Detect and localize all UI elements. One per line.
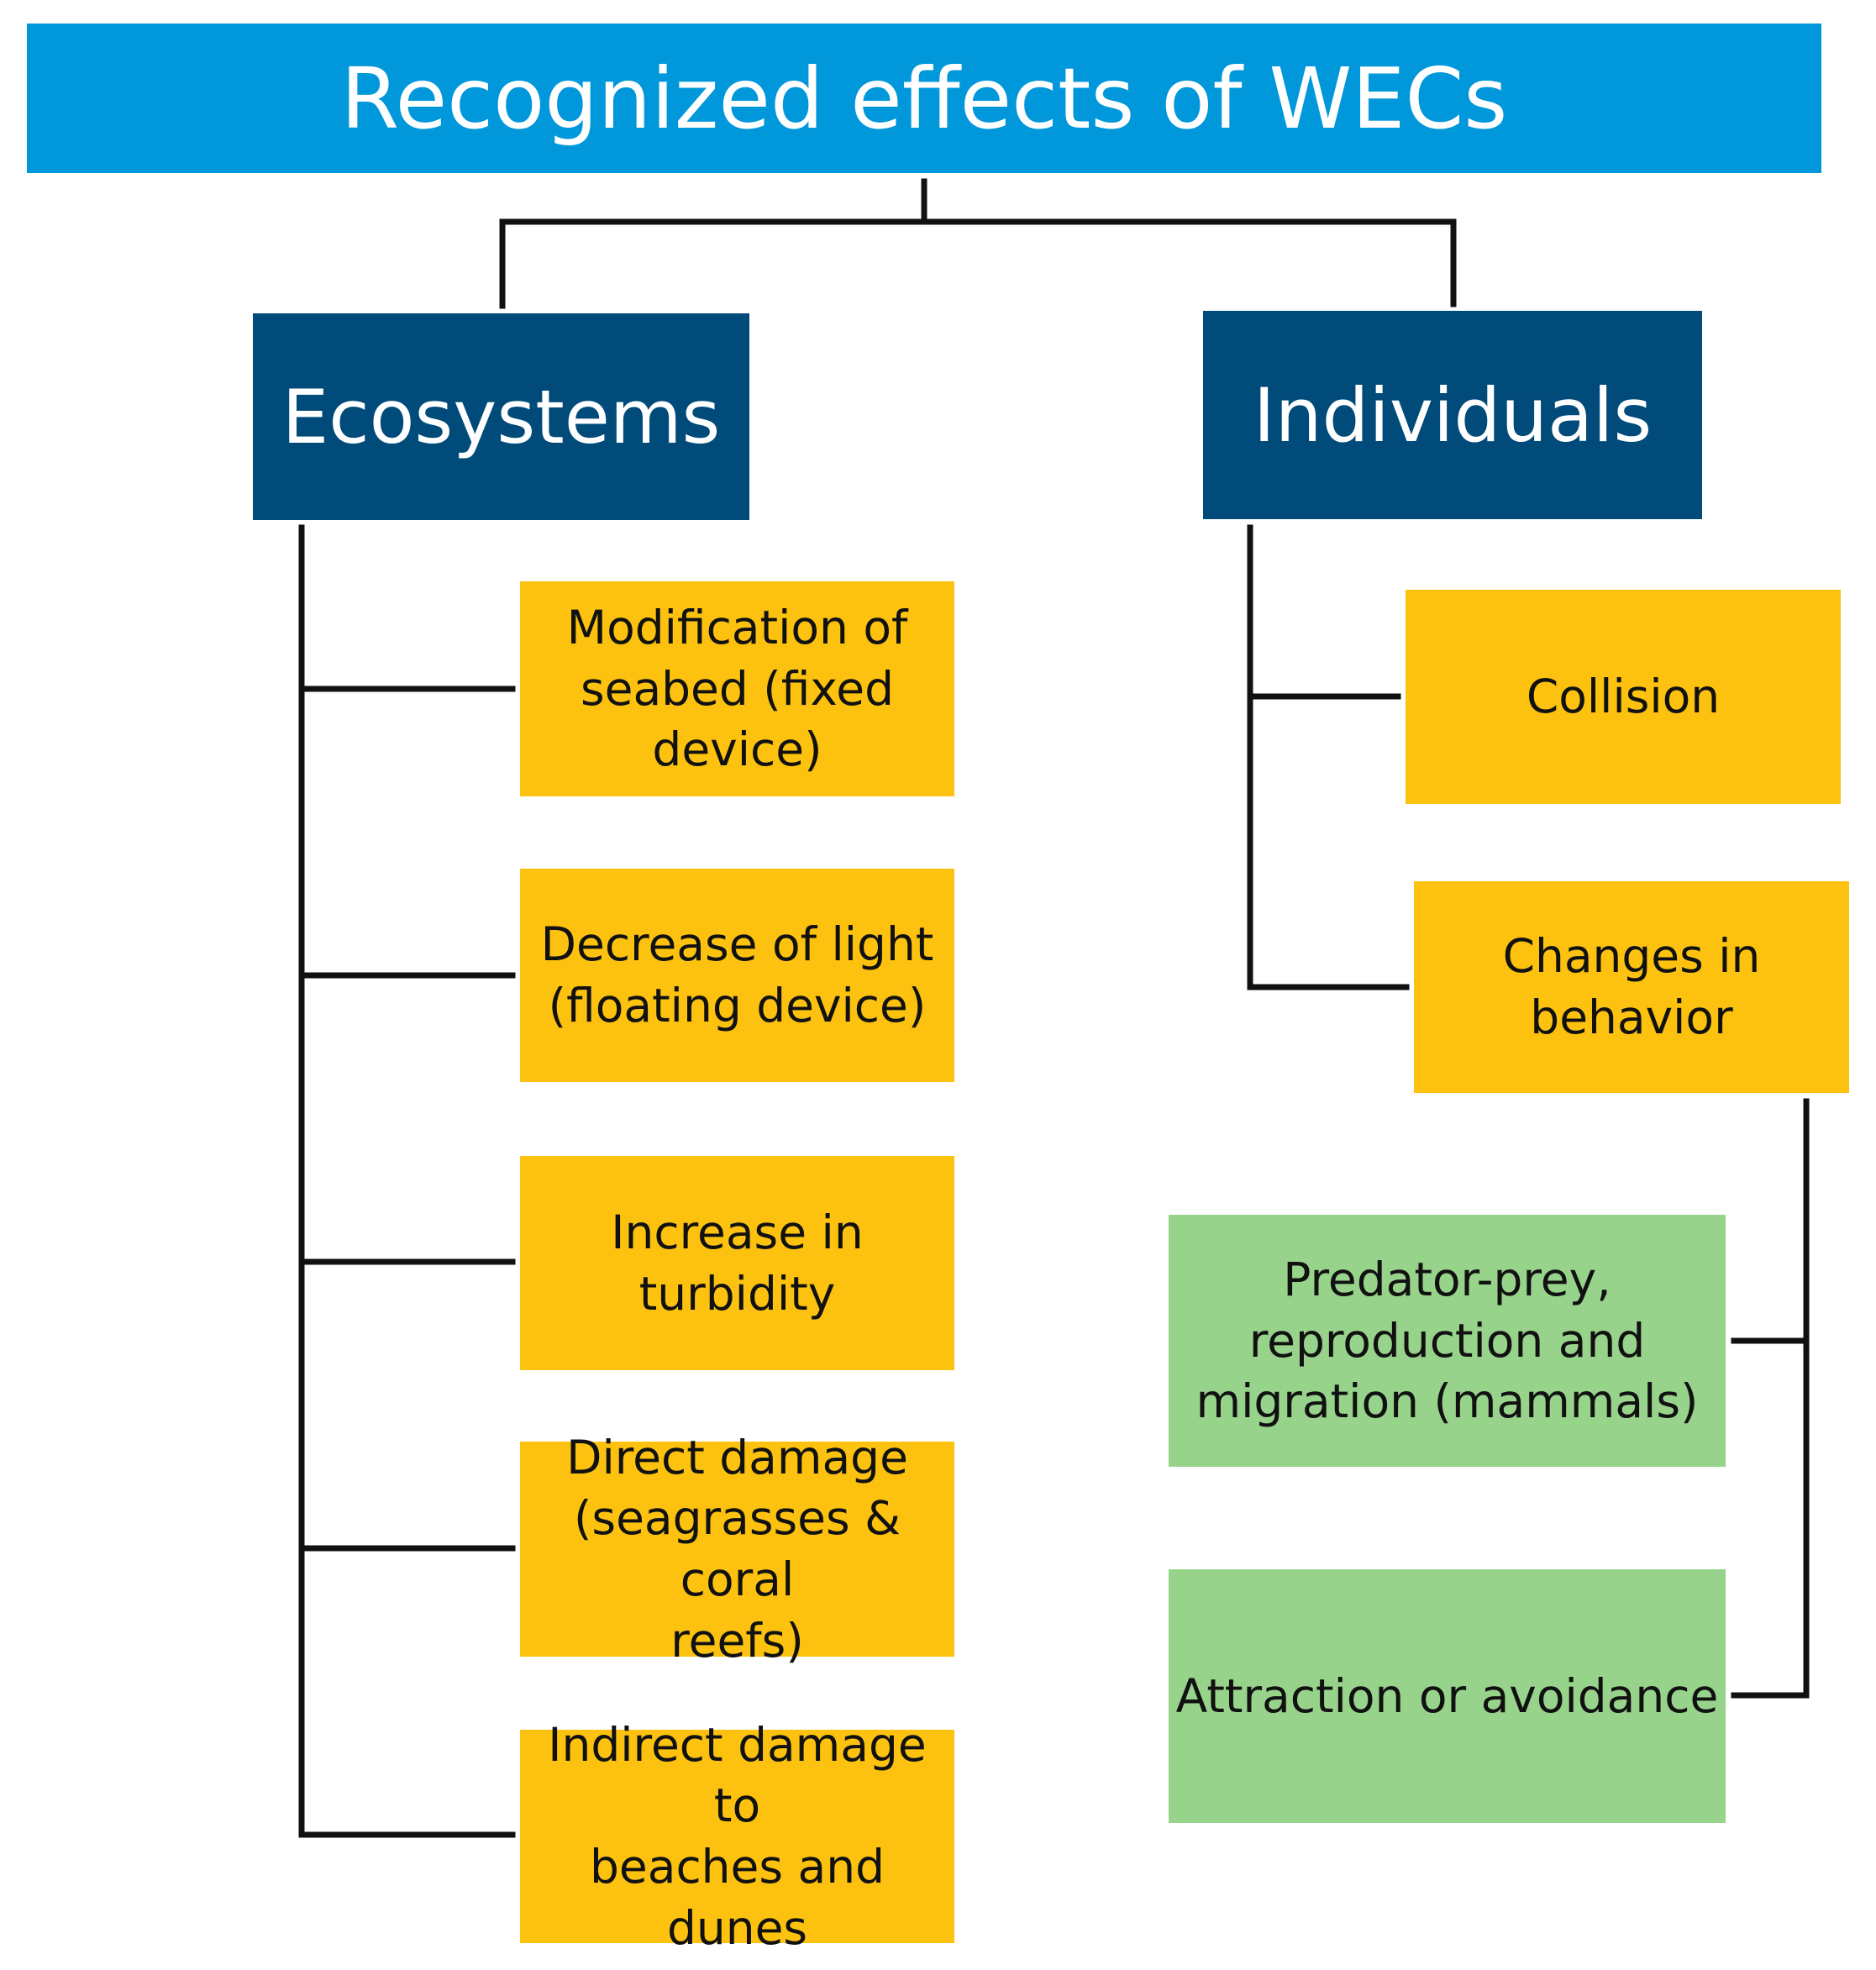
subeffect-predator-prey: Predator-prey, reproduction and migratio… <box>1169 1215 1726 1467</box>
category-ecosystems: Ecosystems <box>253 313 749 520</box>
category-individuals: Individuals <box>1203 311 1702 519</box>
effect-seabed-modification: Modification of seabed (fixed device) <box>520 581 954 796</box>
subeffect-attraction-avoidance: Attraction or avoidance <box>1169 1569 1726 1823</box>
effect-collision: Collision <box>1406 590 1841 804</box>
connector-title-to-categories <box>499 178 1457 309</box>
effect-direct-damage: Direct damage (seagrasses & coral reefs) <box>520 1431 954 1668</box>
connector-individuals-trunk <box>1247 524 1410 990</box>
connector-ecosystems-trunk <box>298 524 516 1838</box>
effect-behavior-changes: Changes in behavior <box>1414 881 1849 1093</box>
diagram-title: Recognized effects of WECs <box>27 24 1821 173</box>
effect-indirect-damage: Indirect damage to beaches and dunes <box>520 1718 954 1955</box>
effect-turbidity-increase: Increase in turbidity <box>520 1156 954 1370</box>
effect-light-decrease: Decrease of light (floating device) <box>520 869 954 1082</box>
connector-behavior-trunk <box>1731 1098 1810 1699</box>
